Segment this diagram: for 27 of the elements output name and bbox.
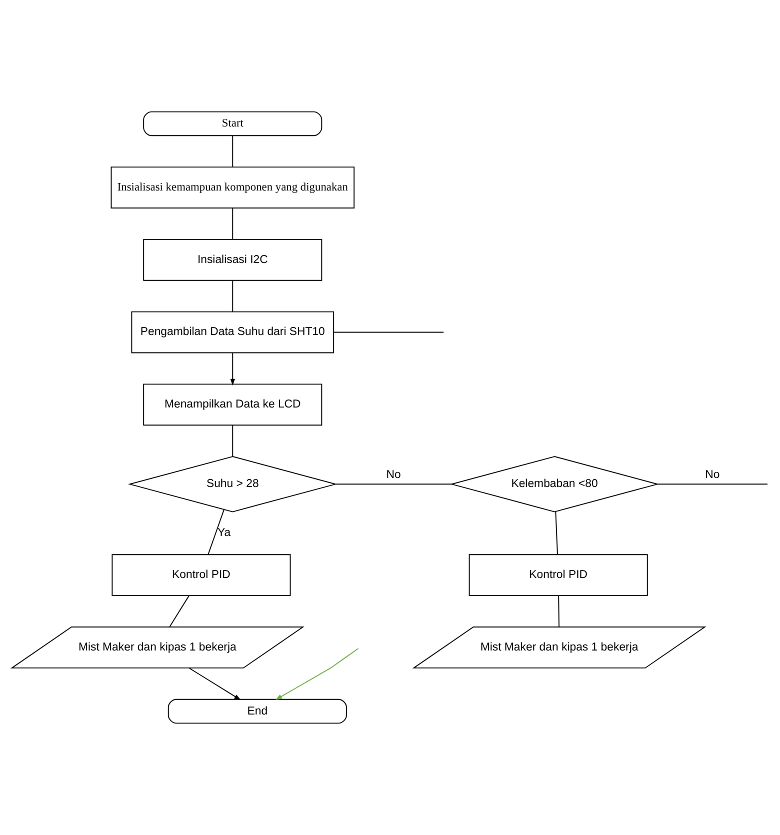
edge-label: No (705, 469, 720, 482)
connector (208, 509, 224, 556)
edge-label: Ya (218, 527, 231, 540)
edge-label: No (386, 469, 401, 482)
connector (169, 595, 190, 628)
node-box: Pengambilan Data Suhu dari SHT10 (131, 311, 334, 354)
node-box: Insialisasi kemampuan komponen yang digunakan (110, 166, 355, 208)
connector (232, 135, 234, 168)
node-diamond: Kelembaban <80 (450, 456, 660, 512)
node-box: Insialisasi I2C (143, 238, 322, 281)
node-box: Start (143, 111, 322, 136)
connector (656, 484, 768, 485)
connector (232, 208, 234, 240)
connector (558, 595, 560, 628)
arrow (275, 648, 359, 700)
connector (333, 332, 444, 333)
connector (232, 280, 234, 312)
node-diamond: Suhu > 28 (128, 456, 338, 512)
node-box: Kontrol PID (468, 554, 648, 596)
node-box: Menampilkan Data ke LCD (143, 384, 322, 426)
node-box: End (168, 698, 347, 724)
arrow (188, 668, 241, 700)
connector (555, 511, 558, 555)
connector (335, 484, 452, 485)
connector (232, 424, 234, 457)
node-box: Kontrol PID (112, 554, 291, 596)
arrow (230, 352, 235, 386)
